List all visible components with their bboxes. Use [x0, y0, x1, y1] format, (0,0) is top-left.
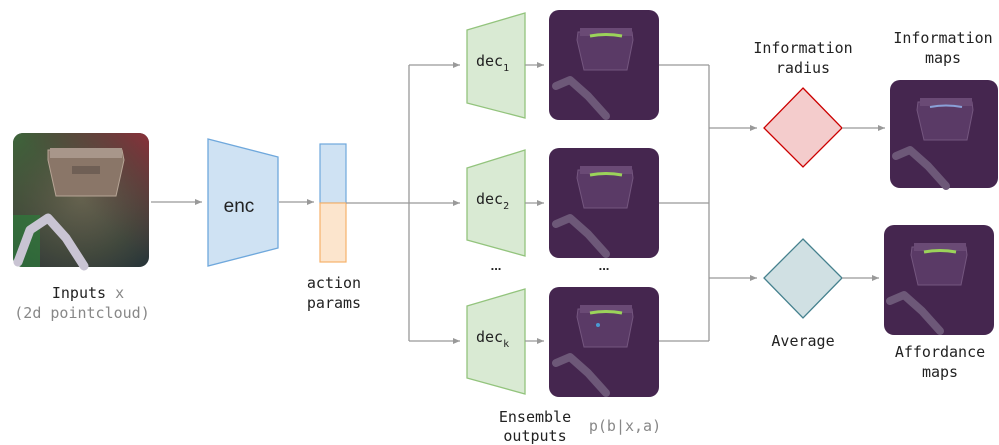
ensemble-formula: p(b|x,a)	[589, 417, 661, 435]
action-params-latent-block	[319, 143, 347, 204]
information-map-image	[890, 80, 998, 190]
decoder-1-label: dec1	[476, 52, 509, 74]
ensemble-output-2-image	[549, 148, 659, 258]
ensemble-label-line1: Ensemble	[499, 408, 571, 426]
affordance-maps-label-line2: maps	[922, 363, 958, 381]
action-params-label-line1: action	[307, 274, 361, 292]
ensemble-output-k-image	[549, 287, 659, 397]
decoder-1-trapezoid	[466, 12, 526, 119]
encoder-label: enc	[224, 196, 255, 217]
decoder-k-label: deck	[476, 328, 509, 350]
input-label: Inputs x	[52, 284, 124, 302]
average-label: Average	[771, 332, 834, 350]
decoder-ellipsis: ...	[491, 258, 502, 273]
decoder-k-trapezoid	[466, 288, 526, 395]
input-pointcloud-image	[13, 133, 149, 271]
average-diamond	[763, 238, 843, 319]
decoder-2-label: dec2	[476, 190, 509, 212]
output-ellipsis: ...	[599, 258, 610, 273]
decoder-k: deck	[466, 288, 526, 395]
decoder-2-trapezoid	[466, 149, 526, 257]
action-params-block	[319, 202, 347, 263]
ensemble-label-line2: outputs	[503, 427, 566, 445]
affordance-maps-label-line1: Affordance	[895, 343, 985, 361]
information-radius-label-line2: radius	[776, 59, 830, 77]
action-params-label-line2: params	[307, 294, 361, 312]
information-maps-label-line2: maps	[925, 49, 961, 67]
decoder-1: dec1	[466, 12, 526, 119]
information-radius-diamond	[763, 87, 843, 168]
information-maps-label-line1: Information	[893, 29, 992, 47]
ensemble-output-1-image	[549, 10, 659, 120]
information-radius-label-line1: Information	[753, 39, 852, 57]
input-sublabel: (2d pointcloud)	[14, 304, 149, 322]
affordance-map-image	[884, 225, 994, 335]
decoder-2: dec2	[466, 149, 526, 257]
encoder-trapezoid	[207, 138, 279, 267]
